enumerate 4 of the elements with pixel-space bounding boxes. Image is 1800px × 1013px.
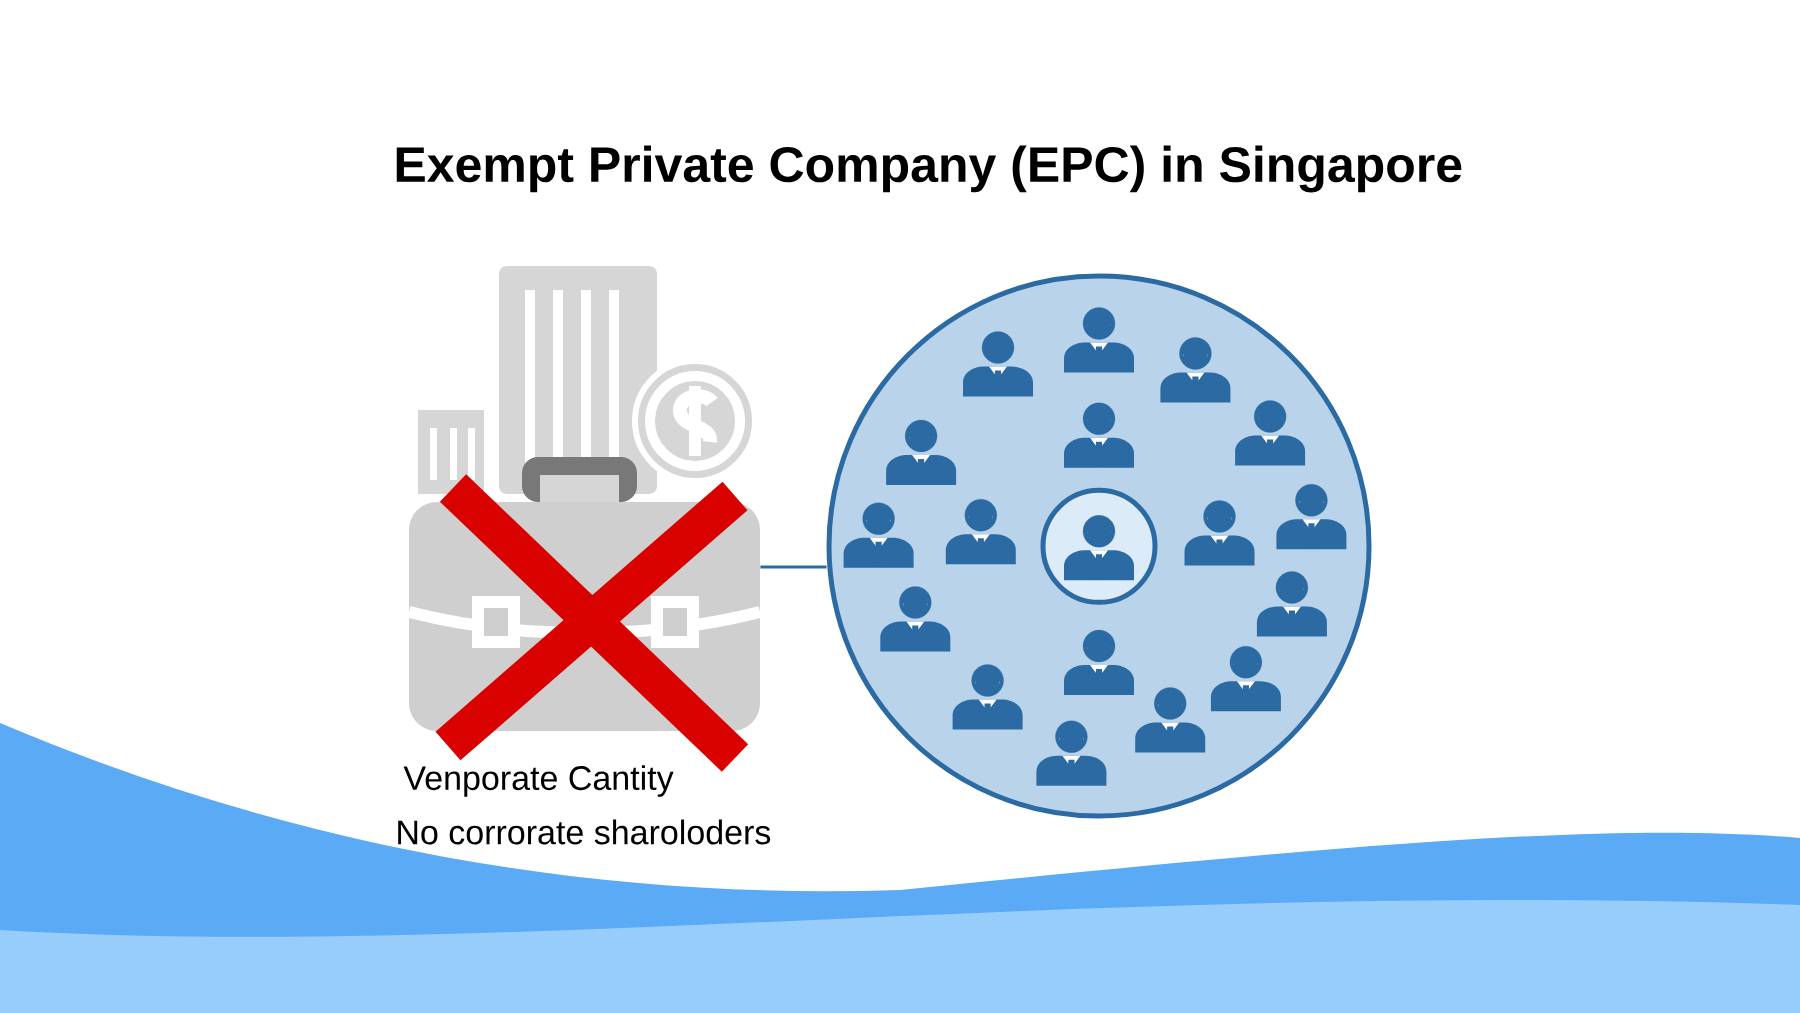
connector-line [760, 565, 827, 569]
caption-text: Venporate Cantity [403, 765, 674, 797]
caption-text: No corrorate sharoloders [398, 819, 771, 845]
title: Exempt Private Company (EPC) in Singapore [396, 145, 1462, 193]
